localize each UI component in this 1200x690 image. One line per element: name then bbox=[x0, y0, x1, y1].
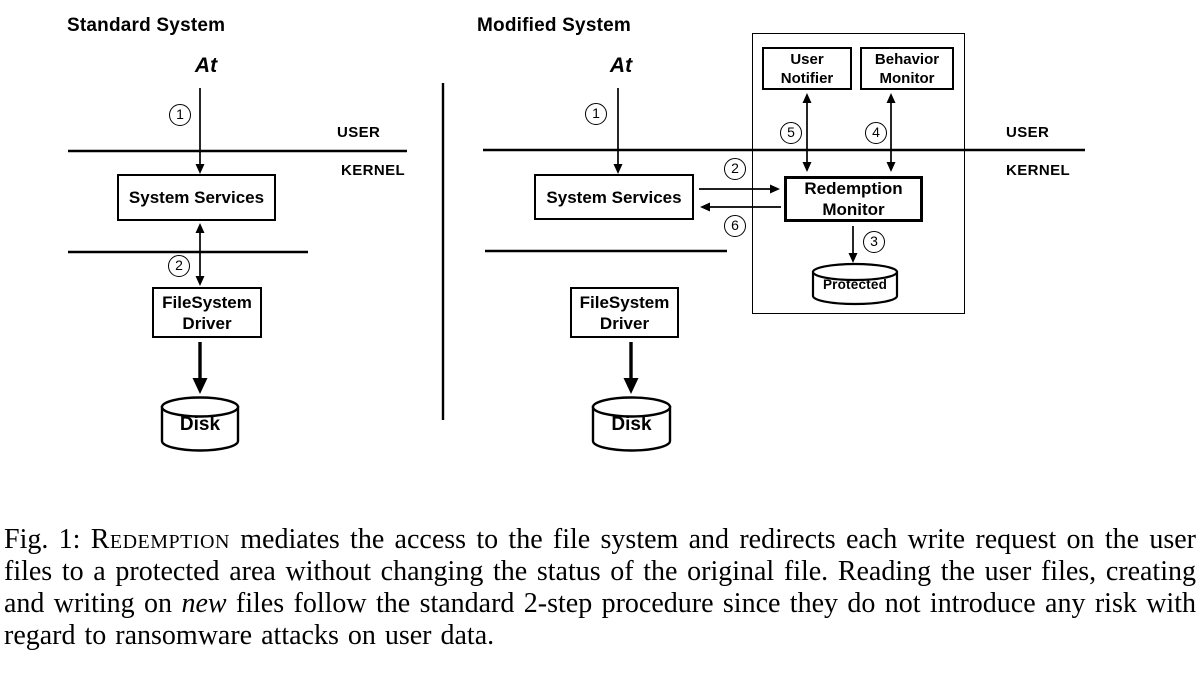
arrow-redemption-monitor-to-protected bbox=[848, 226, 858, 263]
right-disk-label: Disk bbox=[611, 414, 652, 435]
left-diagram-title: Standard System bbox=[67, 15, 226, 36]
protected-store-label: Protected bbox=[822, 277, 888, 292]
arrow-redemption-monitor-user-notifier bbox=[802, 93, 812, 172]
caption-body-2: files follow the standard 2-step procedu… bbox=[4, 588, 1196, 651]
right-system-services-box: System Services bbox=[534, 174, 694, 220]
right-step-6-badge: 6 bbox=[724, 215, 746, 237]
right-step-1-badge: 1 bbox=[585, 103, 607, 125]
right-disk-cylinder bbox=[591, 396, 672, 452]
redemption-components-container bbox=[752, 33, 965, 314]
caption-emphasis-new: new bbox=[181, 588, 227, 619]
right-step-5-badge: 5 bbox=[780, 122, 802, 144]
left-arrow-filesystem-driver-to-disk bbox=[192, 342, 208, 394]
left-step-2-badge: 2 bbox=[168, 255, 190, 277]
caption-figure-number: Fig. 1: bbox=[4, 524, 91, 555]
left-user-label: USER bbox=[337, 124, 381, 141]
left-arrow-at-to-system-services bbox=[195, 88, 205, 174]
right-filesystem-driver-box: FileSystem Driver bbox=[570, 287, 679, 338]
caption-body-1: mediates the access to the file system a… bbox=[4, 524, 1196, 619]
right-step-3-badge: 3 bbox=[863, 231, 885, 253]
diagram-linework bbox=[68, 83, 1085, 452]
right-arrow-filesystem-driver-to-disk bbox=[623, 342, 639, 394]
arrow-system-services-to-redemption-monitor bbox=[699, 184, 780, 194]
caption-system-name: Redemption bbox=[90, 524, 230, 555]
redemption-monitor-box: Redemption Monitor bbox=[784, 176, 923, 222]
left-disk-cylinder bbox=[160, 396, 240, 452]
left-disk-label: Disk bbox=[179, 414, 221, 435]
user-notifier-box: User Notifier bbox=[762, 47, 852, 90]
left-step-1-badge: 1 bbox=[169, 104, 191, 126]
protected-store-cylinder bbox=[811, 262, 899, 306]
right-arrow-at-to-system-services bbox=[613, 88, 623, 174]
left-system-services-box: System Services bbox=[117, 174, 276, 221]
left-kernel-label: KERNEL bbox=[341, 162, 406, 179]
arrow-redemption-monitor-behavior-monitor bbox=[886, 93, 896, 172]
behavior-monitor-box: Behavior Monitor bbox=[860, 47, 954, 90]
arrow-redemption-monitor-to-system-services bbox=[700, 202, 781, 212]
right-step-4-badge: 4 bbox=[865, 122, 887, 144]
right-step-2-badge: 2 bbox=[724, 158, 746, 180]
right-process-label: At bbox=[609, 54, 633, 77]
left-arrow-system-services-filesystem-driver bbox=[195, 223, 205, 286]
right-diagram-title: Modified System bbox=[477, 15, 631, 36]
right-kernel-label: KERNEL bbox=[1006, 162, 1071, 179]
left-process-label: At bbox=[194, 54, 218, 77]
left-filesystem-driver-box: FileSystem Driver bbox=[152, 287, 262, 338]
right-user-label: USER bbox=[1006, 124, 1050, 141]
figure-caption: Fig. 1: Redemption mediates the access t… bbox=[4, 524, 1196, 652]
